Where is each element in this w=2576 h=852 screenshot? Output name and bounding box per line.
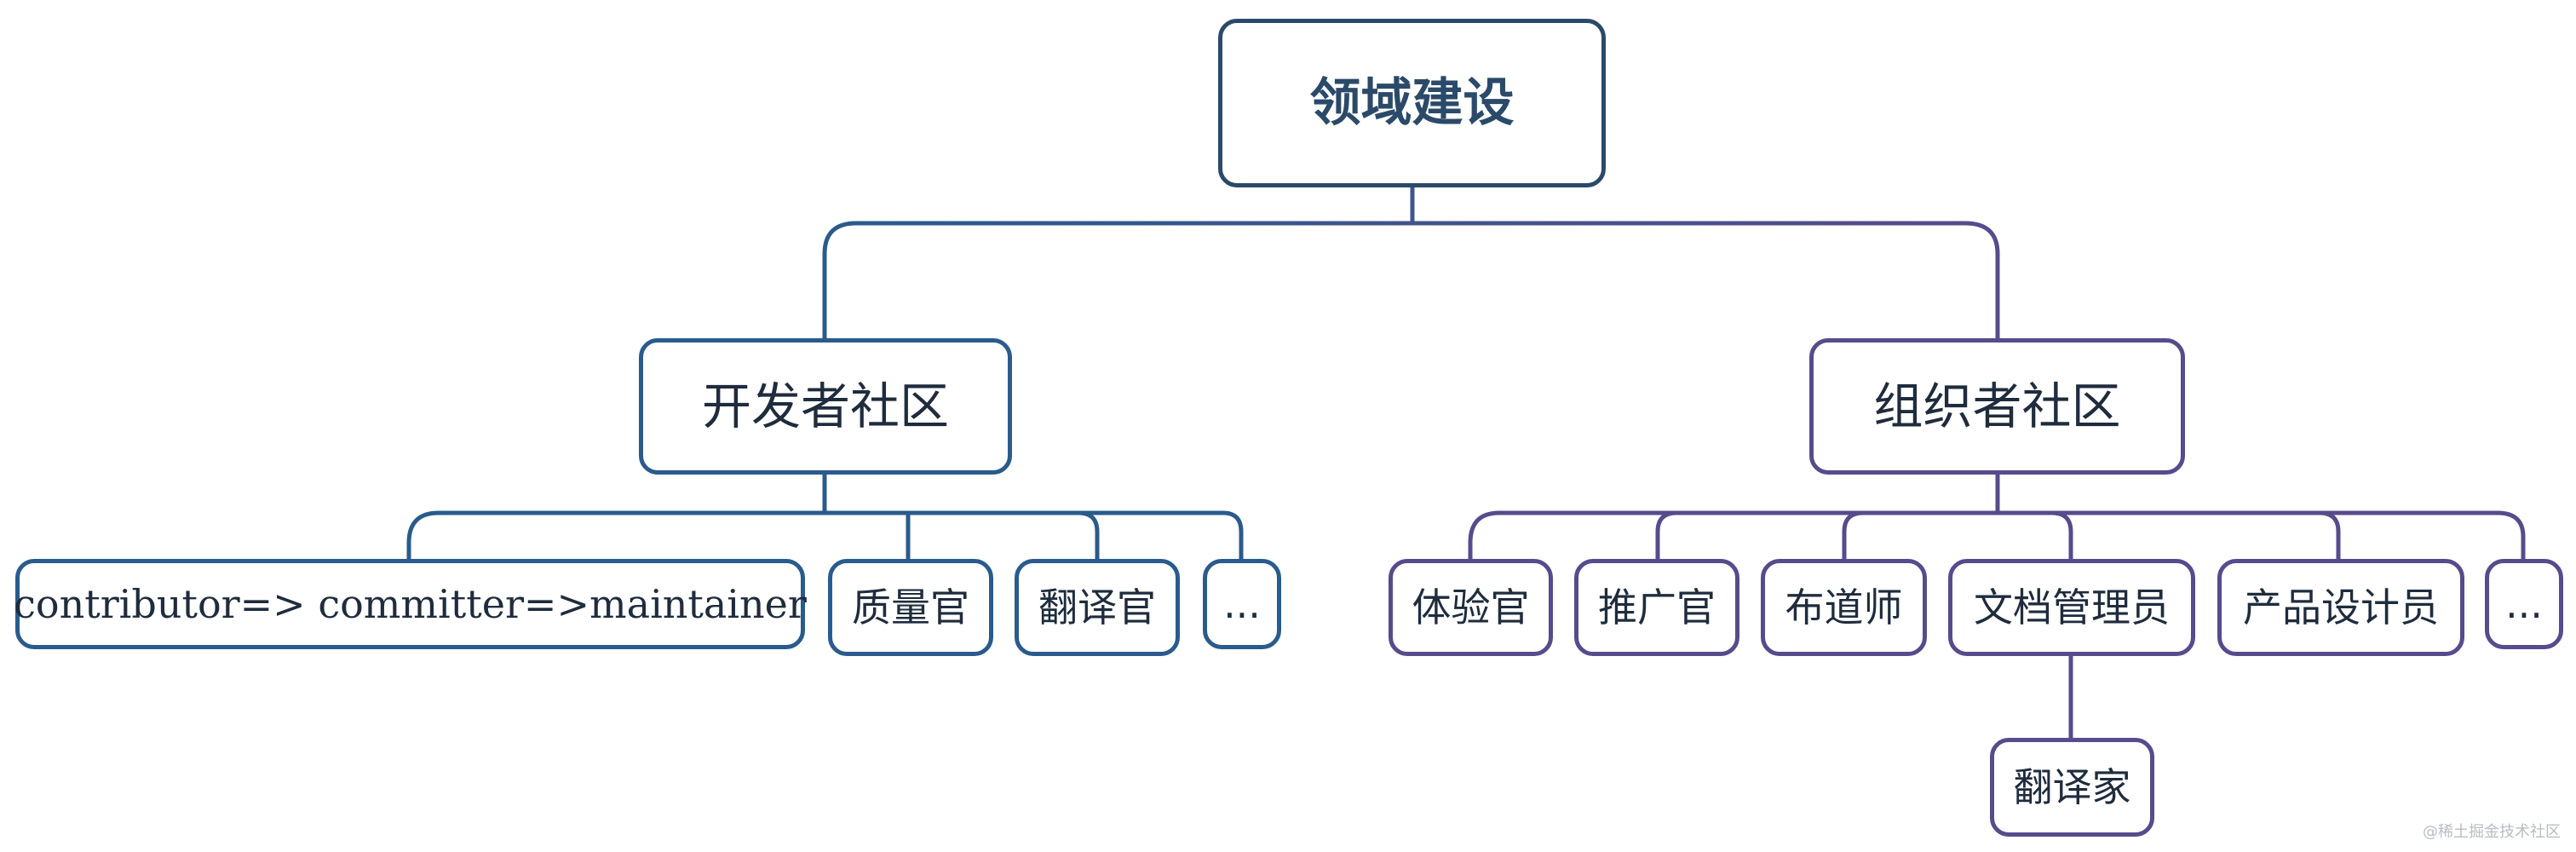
developer-role-path-node: contributor=> committer=>maintainer (14, 559, 807, 649)
organizer-more-label: ... (2505, 581, 2543, 627)
experience-officer-node: 体验官 (1389, 559, 1553, 656)
translator-officer-node: 翻译官 (1015, 559, 1180, 656)
experience-officer-label: 体验官 (1412, 584, 1530, 630)
developer-role-path-label: contributor=> committer=>maintainer (14, 581, 807, 627)
product-designer-node: 产品设计员 (2217, 559, 2464, 656)
promotion-officer-label: 推广官 (1598, 584, 1716, 630)
evangelist-node: 布道师 (1761, 559, 1927, 656)
developer-community-label: 开发者社区 (701, 377, 949, 435)
organizer-community-node: 组织者社区 (1809, 338, 2185, 475)
organizer-community-label: 组织者社区 (1873, 377, 2121, 435)
developer-more-node: ... (1203, 559, 1281, 649)
organizer-children-connector (1468, 471, 2526, 561)
root-to-level1-connector (822, 184, 2000, 342)
evangelist-label: 布道师 (1785, 584, 1903, 630)
organizer-more-node: ... (2485, 559, 2563, 649)
document-manager-label: 文档管理员 (1974, 584, 2170, 630)
promotion-officer-node: 推广官 (1574, 559, 1739, 656)
developer-community-node: 开发者社区 (639, 338, 1012, 475)
root-node-field-building: 领域建设 (1218, 19, 1606, 187)
developer-more-label: ... (1223, 581, 1261, 627)
document-manager-node: 文档管理员 (1948, 559, 2195, 656)
translator-expert-label: 翻译家 (2013, 764, 2131, 810)
root-node-label: 领域建设 (1309, 73, 1515, 133)
product-designer-label: 产品设计员 (2243, 584, 2439, 630)
quality-officer-node: 质量官 (828, 559, 993, 656)
translator-officer-label: 翻译官 (1038, 584, 1156, 630)
developer-children-connector (406, 471, 1244, 561)
watermark-text: @稀土掘金技术社区 (2423, 823, 2561, 841)
quality-officer-label: 质量官 (852, 584, 969, 630)
translator-expert-node: 翻译家 (1990, 738, 2154, 837)
